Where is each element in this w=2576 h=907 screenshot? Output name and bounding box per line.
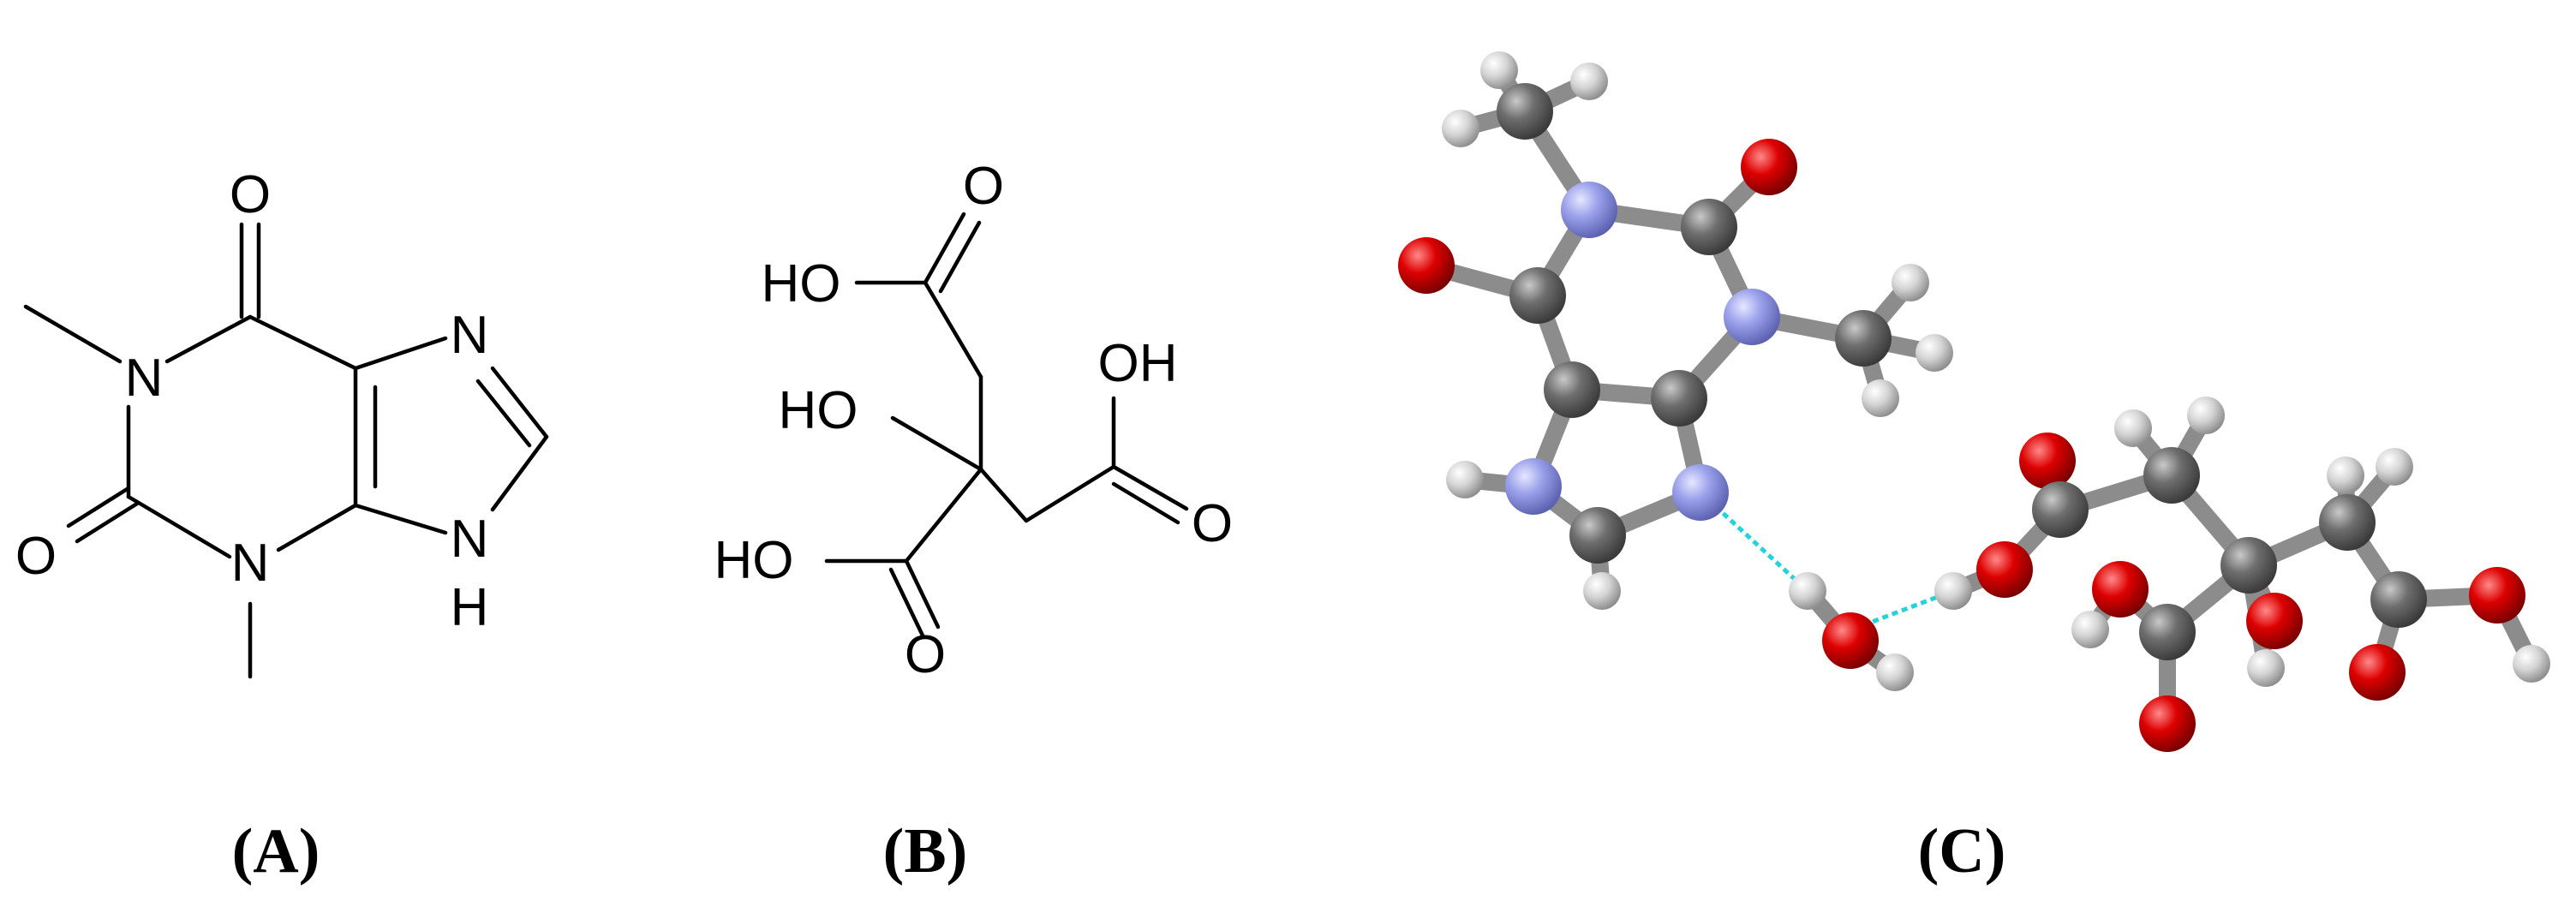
atom-carbon xyxy=(1569,507,1626,564)
atom-oxygen xyxy=(1741,139,1797,195)
panel-c-label: (C) xyxy=(1918,816,2006,886)
atom-hydrogen xyxy=(1892,264,1929,301)
atom-oxygen xyxy=(2092,561,2149,618)
atom-carbon xyxy=(2139,604,2196,660)
panel-b-atom-o-right: O xyxy=(1192,494,1233,553)
panel-a-label: (A) xyxy=(232,816,320,886)
panel-a-atom-h9: H xyxy=(451,578,489,637)
atom-nitrogen xyxy=(1672,464,1729,521)
panel-b-label: (B) xyxy=(883,816,968,886)
atom-hydrogen xyxy=(2114,409,2152,447)
panel-a-structure: O N O N N N H xyxy=(15,165,549,679)
atom-carbon xyxy=(1497,83,1553,140)
atom-hydrogen xyxy=(2187,397,2225,434)
atom-oxygen xyxy=(1822,612,1879,669)
atom-carbon xyxy=(1544,361,1600,418)
atom-carbon xyxy=(2143,447,2200,504)
atom-nitrogen xyxy=(1561,182,1617,238)
atom-carbon xyxy=(1509,267,1566,324)
panel-a-atom-n9: N xyxy=(451,510,489,569)
panel-b-bonds xyxy=(824,212,1189,638)
atom-hydrogen xyxy=(1570,63,1608,100)
atom-oxygen xyxy=(2139,695,2196,752)
atom-carbon xyxy=(2370,571,2427,628)
atom-hydrogen xyxy=(1480,51,1518,89)
atom-carbon xyxy=(2319,494,2376,551)
atom-oxygen xyxy=(2246,593,2303,649)
atom-hydrogen xyxy=(1446,461,1484,498)
panel-c-atoms xyxy=(1398,51,2550,752)
atom-oxygen xyxy=(2349,644,2406,701)
panel-b-atom-o-bottom: O xyxy=(905,625,946,684)
atom-hydrogen xyxy=(1789,572,1826,610)
panel-b-atom-ho-top: HO xyxy=(762,254,841,313)
atom-carbon xyxy=(2220,537,2277,594)
atom-hydrogen xyxy=(2247,649,2285,687)
panel-a-atom-o-top: O xyxy=(230,165,271,224)
panel-b-atom-ho-mid: HO xyxy=(779,381,858,440)
atom-hydrogen xyxy=(2071,611,2109,648)
atom-hydrogen xyxy=(1934,572,1972,610)
panel-b-atom-o-top: O xyxy=(963,157,1004,216)
atom-hydrogen xyxy=(1862,379,1899,417)
panel-a-atom-o-left: O xyxy=(15,527,57,586)
atom-oxygen xyxy=(2019,433,2076,489)
panel-c-model xyxy=(1398,51,2550,752)
atom-hydrogen xyxy=(2513,645,2550,683)
panel-b-structure: O HO OH HO O HO O xyxy=(714,157,1234,684)
panel-b-atom-ho-bottom: HO xyxy=(714,531,794,590)
panel-a-atom-n1: N xyxy=(125,349,164,408)
atom-oxygen xyxy=(1976,541,2033,598)
atom-carbon xyxy=(2032,481,2089,538)
atom-oxygen xyxy=(1398,237,1455,294)
atom-hydrogen xyxy=(1916,334,1953,372)
panel-a-atom-n7: N xyxy=(451,306,489,365)
panel-a-bonds xyxy=(23,222,549,679)
atom-carbon xyxy=(1651,370,1707,427)
atom-hydrogen xyxy=(1583,572,1621,610)
panel-a-atom-n3: N xyxy=(231,534,270,593)
atom-nitrogen xyxy=(1724,289,1780,345)
atom-nitrogen xyxy=(1505,458,1562,515)
atom-oxygen xyxy=(2469,567,2525,624)
atom-hydrogen xyxy=(2327,456,2364,494)
atom-hydrogen xyxy=(1442,110,1479,147)
hydrogen-bond-water-citric xyxy=(1862,588,1954,628)
atom-hydrogen xyxy=(1876,653,1914,691)
atom-carbon xyxy=(1681,199,1737,255)
panel-b-atom-oh-right: OH xyxy=(1098,334,1178,393)
atom-carbon xyxy=(1835,310,1892,367)
atom-hydrogen xyxy=(2376,448,2413,486)
